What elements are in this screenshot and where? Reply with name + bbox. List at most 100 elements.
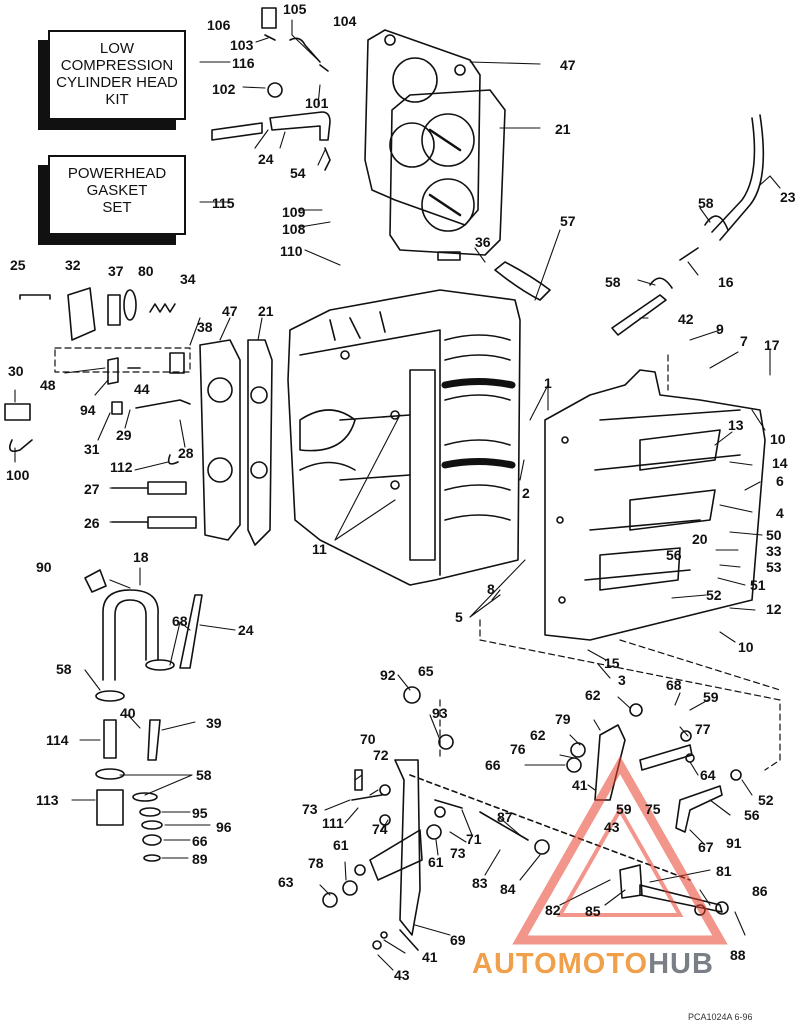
callout-78: 78 xyxy=(308,855,324,871)
callout-52-mid: 52 xyxy=(706,587,722,603)
callout-58-mid: 58 xyxy=(605,274,621,290)
callout-29: 29 xyxy=(116,427,132,443)
hose-42 xyxy=(611,294,667,336)
callout-77: 77 xyxy=(695,721,711,737)
callout-7: 7 xyxy=(740,333,748,349)
left-cover xyxy=(199,339,241,541)
callout-65: 65 xyxy=(418,663,434,679)
callout-86: 86 xyxy=(752,883,768,899)
callout-24-left: 24 xyxy=(238,622,254,638)
callout-81: 81 xyxy=(716,863,732,879)
callout-109: 109 xyxy=(282,204,306,220)
cylinder-head-cover xyxy=(364,29,481,226)
callout-75: 75 xyxy=(645,801,661,817)
callout-58-top: 58 xyxy=(698,195,714,211)
callout-56-mid: 56 xyxy=(666,547,682,563)
kit-line-2: COMPRESSION xyxy=(60,57,174,74)
intake-manifold xyxy=(544,369,766,641)
callout-89: 89 xyxy=(192,851,208,867)
callout-79: 79 xyxy=(555,711,571,727)
watermark-text: AUTOMOTOHUB xyxy=(472,948,714,981)
callout-1: 1 xyxy=(544,375,552,391)
callout-71: 71 xyxy=(466,831,482,847)
gasket-line-2: GASKET xyxy=(86,182,148,199)
callout-26: 26 xyxy=(84,515,100,531)
callout-54: 54 xyxy=(290,165,306,181)
crankcase-block xyxy=(287,289,521,586)
callout-105: 105 xyxy=(283,1,307,17)
callout-18: 18 xyxy=(133,549,149,565)
kit-line-1: LOW xyxy=(99,40,135,57)
callout-4: 4 xyxy=(776,505,784,521)
callout-91: 91 xyxy=(726,835,742,851)
callout-110: 110 xyxy=(280,243,303,259)
callout-67: 67 xyxy=(698,839,714,855)
callout-61-right: 61 xyxy=(428,854,444,870)
callout-20: 20 xyxy=(692,531,708,547)
hose-57 xyxy=(494,261,551,301)
hoses-top xyxy=(211,7,331,171)
callout-28: 28 xyxy=(178,445,194,461)
leader-lines xyxy=(14,19,781,971)
kit-ref-115: 115 xyxy=(212,195,235,211)
small-parts-left xyxy=(4,287,197,529)
callout-58-bottom: 58 xyxy=(196,767,212,783)
callout-62-mid: 62 xyxy=(530,727,546,743)
kit-line-3: CYLINDER HEAD xyxy=(56,74,178,91)
callout-73-left: 73 xyxy=(302,801,318,817)
kit-ref-116: 116 xyxy=(232,55,255,71)
callout-24-top: 24 xyxy=(258,151,274,167)
callout-33: 33 xyxy=(766,543,782,559)
callout-47-left: 47 xyxy=(222,303,238,319)
watermark-part-a: AUTOMOTO xyxy=(472,948,649,980)
callout-84: 84 xyxy=(500,881,516,897)
callout-43-bottom: 43 xyxy=(394,967,410,983)
callout-111: 111 xyxy=(322,815,344,831)
callout-85: 85 xyxy=(585,903,601,919)
callout-74: 74 xyxy=(372,821,388,837)
callout-61-left: 61 xyxy=(333,837,349,853)
callout-10-top: 10 xyxy=(770,431,786,447)
callout-15: 15 xyxy=(604,655,620,671)
callout-87: 87 xyxy=(497,809,513,825)
callout-58-left: 58 xyxy=(56,661,72,677)
callout-32: 32 xyxy=(65,257,81,273)
callout-47-top: 47 xyxy=(560,57,576,73)
callout-11: 11 xyxy=(312,541,327,557)
callout-70: 70 xyxy=(360,731,376,747)
callout-21-top: 21 xyxy=(555,121,571,137)
callout-31: 31 xyxy=(84,441,100,457)
kit-line-4: KIT xyxy=(105,91,129,108)
gasket-line-3: SET xyxy=(102,199,132,216)
head-gasket xyxy=(389,89,506,261)
callout-3: 3 xyxy=(618,672,626,688)
callout-41-bottom: 41 xyxy=(422,949,438,965)
callout-8: 8 xyxy=(487,581,495,597)
callout-42: 42 xyxy=(678,311,694,327)
callout-83: 83 xyxy=(472,875,488,891)
callout-2: 2 xyxy=(522,485,530,501)
callout-66-left: 66 xyxy=(192,833,208,849)
callout-101: 101 xyxy=(305,95,329,111)
callout-114: 114 xyxy=(46,732,69,748)
callout-112: 112 xyxy=(110,459,133,475)
hose-23 xyxy=(711,114,765,241)
callout-43-mid: 43 xyxy=(604,819,620,835)
callout-96: 96 xyxy=(216,819,232,835)
callout-36: 36 xyxy=(475,234,491,250)
callout-63: 63 xyxy=(278,874,294,890)
callout-6: 6 xyxy=(776,473,784,489)
callout-12: 12 xyxy=(766,601,782,617)
reference-lines xyxy=(54,347,781,771)
callout-30: 30 xyxy=(8,363,24,379)
callout-57: 57 xyxy=(560,213,576,229)
callout-62-top: 62 xyxy=(585,687,601,703)
callout-69: 69 xyxy=(450,932,466,948)
callout-92: 92 xyxy=(380,667,396,683)
callout-40: 40 xyxy=(120,705,136,721)
water-tube-assembly xyxy=(84,569,203,862)
callout-53: 53 xyxy=(766,559,782,575)
callout-51: 51 xyxy=(750,577,766,593)
watermark-triangle xyxy=(512,755,728,945)
